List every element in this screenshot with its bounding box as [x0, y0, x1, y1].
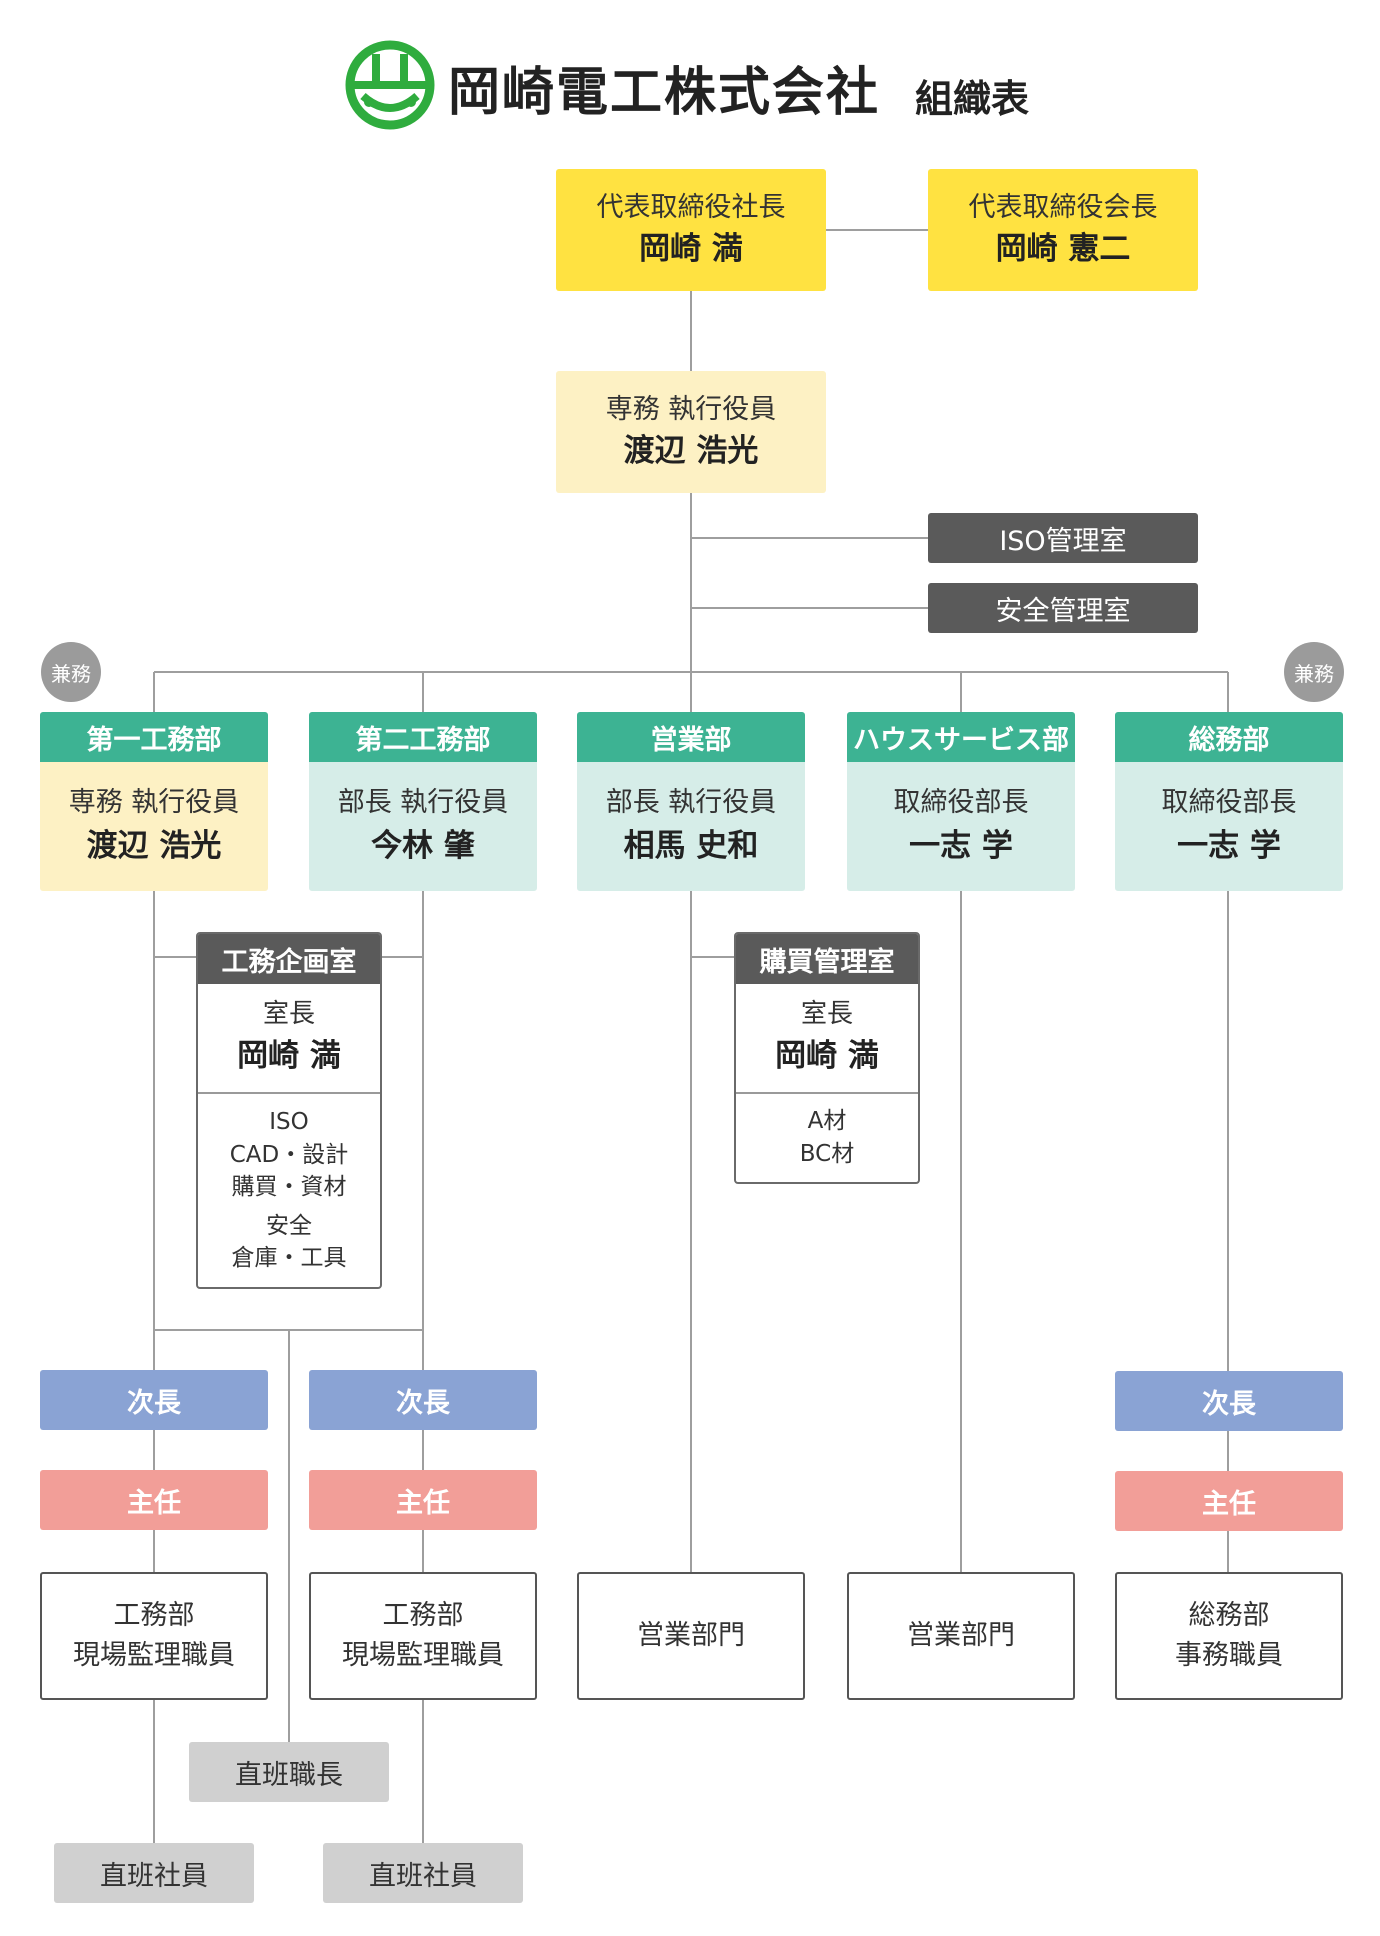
staff-line: 総務部	[1188, 1599, 1270, 1631]
company-name: 岡崎電工株式会社	[448, 63, 881, 123]
chart-subtitle: 組織表	[915, 77, 1030, 121]
department-person: 渡辺 浩光	[86, 828, 222, 865]
staff-line: 営業部門	[907, 1619, 1015, 1651]
chief-box-2: 主任	[309, 1470, 537, 1530]
planning-office-name: 岡崎 満	[237, 1037, 341, 1074]
staff-line: 現場監理職員	[73, 1640, 235, 1671]
iso-office: ISO管理室	[928, 513, 1198, 563]
chairman-name: 岡崎 憲二	[995, 230, 1131, 267]
president-role: 代表取締役社長	[596, 191, 786, 223]
department-name: ハウスサービス部	[847, 712, 1075, 762]
deputy-box-2: 次長	[309, 1370, 537, 1430]
department-name: 営業部	[577, 712, 805, 762]
department-general-affairs: 総務部 取締役部長 一志 学	[1115, 712, 1343, 891]
chairman-role: 代表取締役会長	[968, 191, 1158, 223]
field-staff-box-1: 直班社員	[54, 1843, 254, 1903]
department-person: 一志 学	[1177, 828, 1281, 865]
planning-office-duties: ISO CAD・設計 購買・資材 安全 倉庫・工具	[198, 1094, 380, 1287]
duty-item: 安全	[266, 1212, 312, 1239]
deputy-box-1: 次長	[40, 1370, 268, 1430]
staff-line: 事務職員	[1175, 1640, 1283, 1671]
department-person: 今林 肇	[371, 828, 475, 865]
chairman-box: 代表取締役会長 岡崎 憲二	[928, 169, 1198, 291]
department-role: 部長 執行役員	[605, 787, 777, 819]
duty-item: CAD・設計	[229, 1141, 349, 1168]
department-role: 専務 執行役員	[68, 787, 240, 819]
duty-item: 購買・資材	[231, 1174, 347, 1201]
staff-box-construction-1: 工務部 現場監理職員	[40, 1572, 268, 1700]
planning-office-role: 室長	[262, 999, 315, 1030]
deputy-box-5: 次長	[1115, 1371, 1343, 1431]
department-person: 一志 学	[909, 828, 1013, 865]
department-body: 専務 執行役員 渡辺 浩光	[40, 762, 268, 891]
chief-box-5: 主任	[1115, 1471, 1343, 1531]
department-body: 部長 執行役員 今林 肇	[309, 762, 537, 891]
department-role: 取締役部長	[1161, 787, 1297, 819]
purchasing-office-duties: A材 BC材	[736, 1094, 918, 1182]
duty-item: BC材	[799, 1141, 855, 1167]
chief-box-1: 主任	[40, 1470, 268, 1530]
department-construction-2: 第二工務部 部長 執行役員 今林 肇	[309, 712, 537, 891]
president-box: 代表取締役社長 岡崎 満	[556, 169, 826, 291]
department-construction-1: 第一工務部 専務 執行役員 渡辺 浩光	[40, 712, 268, 891]
purchasing-office-box: 購買管理室 室長 岡崎 満 A材 BC材	[734, 932, 920, 1184]
staff-line: 営業部門	[637, 1619, 745, 1651]
department-house-service: ハウスサービス部 取締役部長 一志 学	[847, 712, 1075, 891]
department-name: 第一工務部	[40, 712, 268, 762]
senior-md-name: 渡辺 浩光	[623, 432, 759, 469]
planning-office-title: 工務企画室	[198, 934, 380, 984]
staff-line: 工務部	[382, 1599, 464, 1631]
planning-office-box: 工務企画室 室長 岡崎 満 ISO CAD・設計 購買・資材 安全 倉庫・工具	[196, 932, 382, 1289]
department-role: 取締役部長	[893, 787, 1029, 819]
department-role: 部長 執行役員	[337, 787, 509, 819]
department-body: 取締役部長 一志 学	[1115, 762, 1343, 891]
purchasing-office-title: 購買管理室	[736, 934, 918, 984]
staff-box-house-sales: 営業部門	[847, 1572, 1075, 1700]
purchasing-office-head: 室長 岡崎 満	[736, 984, 918, 1094]
concurrent-badge-left: 兼務	[41, 642, 101, 702]
staff-line: 現場監理職員	[342, 1640, 504, 1671]
department-body: 取締役部長 一志 学	[847, 762, 1075, 891]
foreman-box: 直班職長	[189, 1742, 389, 1802]
department-sales: 営業部 部長 執行役員 相馬 史和	[577, 712, 805, 891]
staff-box-sales: 営業部門	[577, 1572, 805, 1700]
department-body: 部長 執行役員 相馬 史和	[577, 762, 805, 891]
purchasing-office-name: 岡崎 満	[775, 1037, 879, 1074]
staff-box-construction-2: 工務部 現場監理職員	[309, 1572, 537, 1700]
purchasing-office-role: 室長	[800, 999, 853, 1030]
company-logo-icon	[345, 40, 435, 130]
field-staff-box-2: 直班社員	[323, 1843, 523, 1903]
department-name: 第二工務部	[309, 712, 537, 762]
department-person: 相馬 史和	[623, 828, 759, 865]
duty-item: 倉庫・工具	[231, 1245, 347, 1272]
senior-md-box: 専務 執行役員 渡辺 浩光	[556, 371, 826, 493]
safety-office: 安全管理室	[928, 583, 1198, 633]
senior-md-role: 専務 執行役員	[605, 393, 777, 425]
concurrent-badge-right: 兼務	[1284, 642, 1344, 702]
department-name: 総務部	[1115, 712, 1343, 762]
duty-item: A材	[807, 1108, 847, 1135]
staff-box-general-affairs: 総務部 事務職員	[1115, 1572, 1343, 1700]
planning-office-head: 室長 岡崎 満	[198, 984, 380, 1094]
staff-line: 工務部	[113, 1599, 195, 1631]
president-name: 岡崎 満	[639, 230, 743, 267]
duty-item: ISO	[269, 1108, 309, 1135]
